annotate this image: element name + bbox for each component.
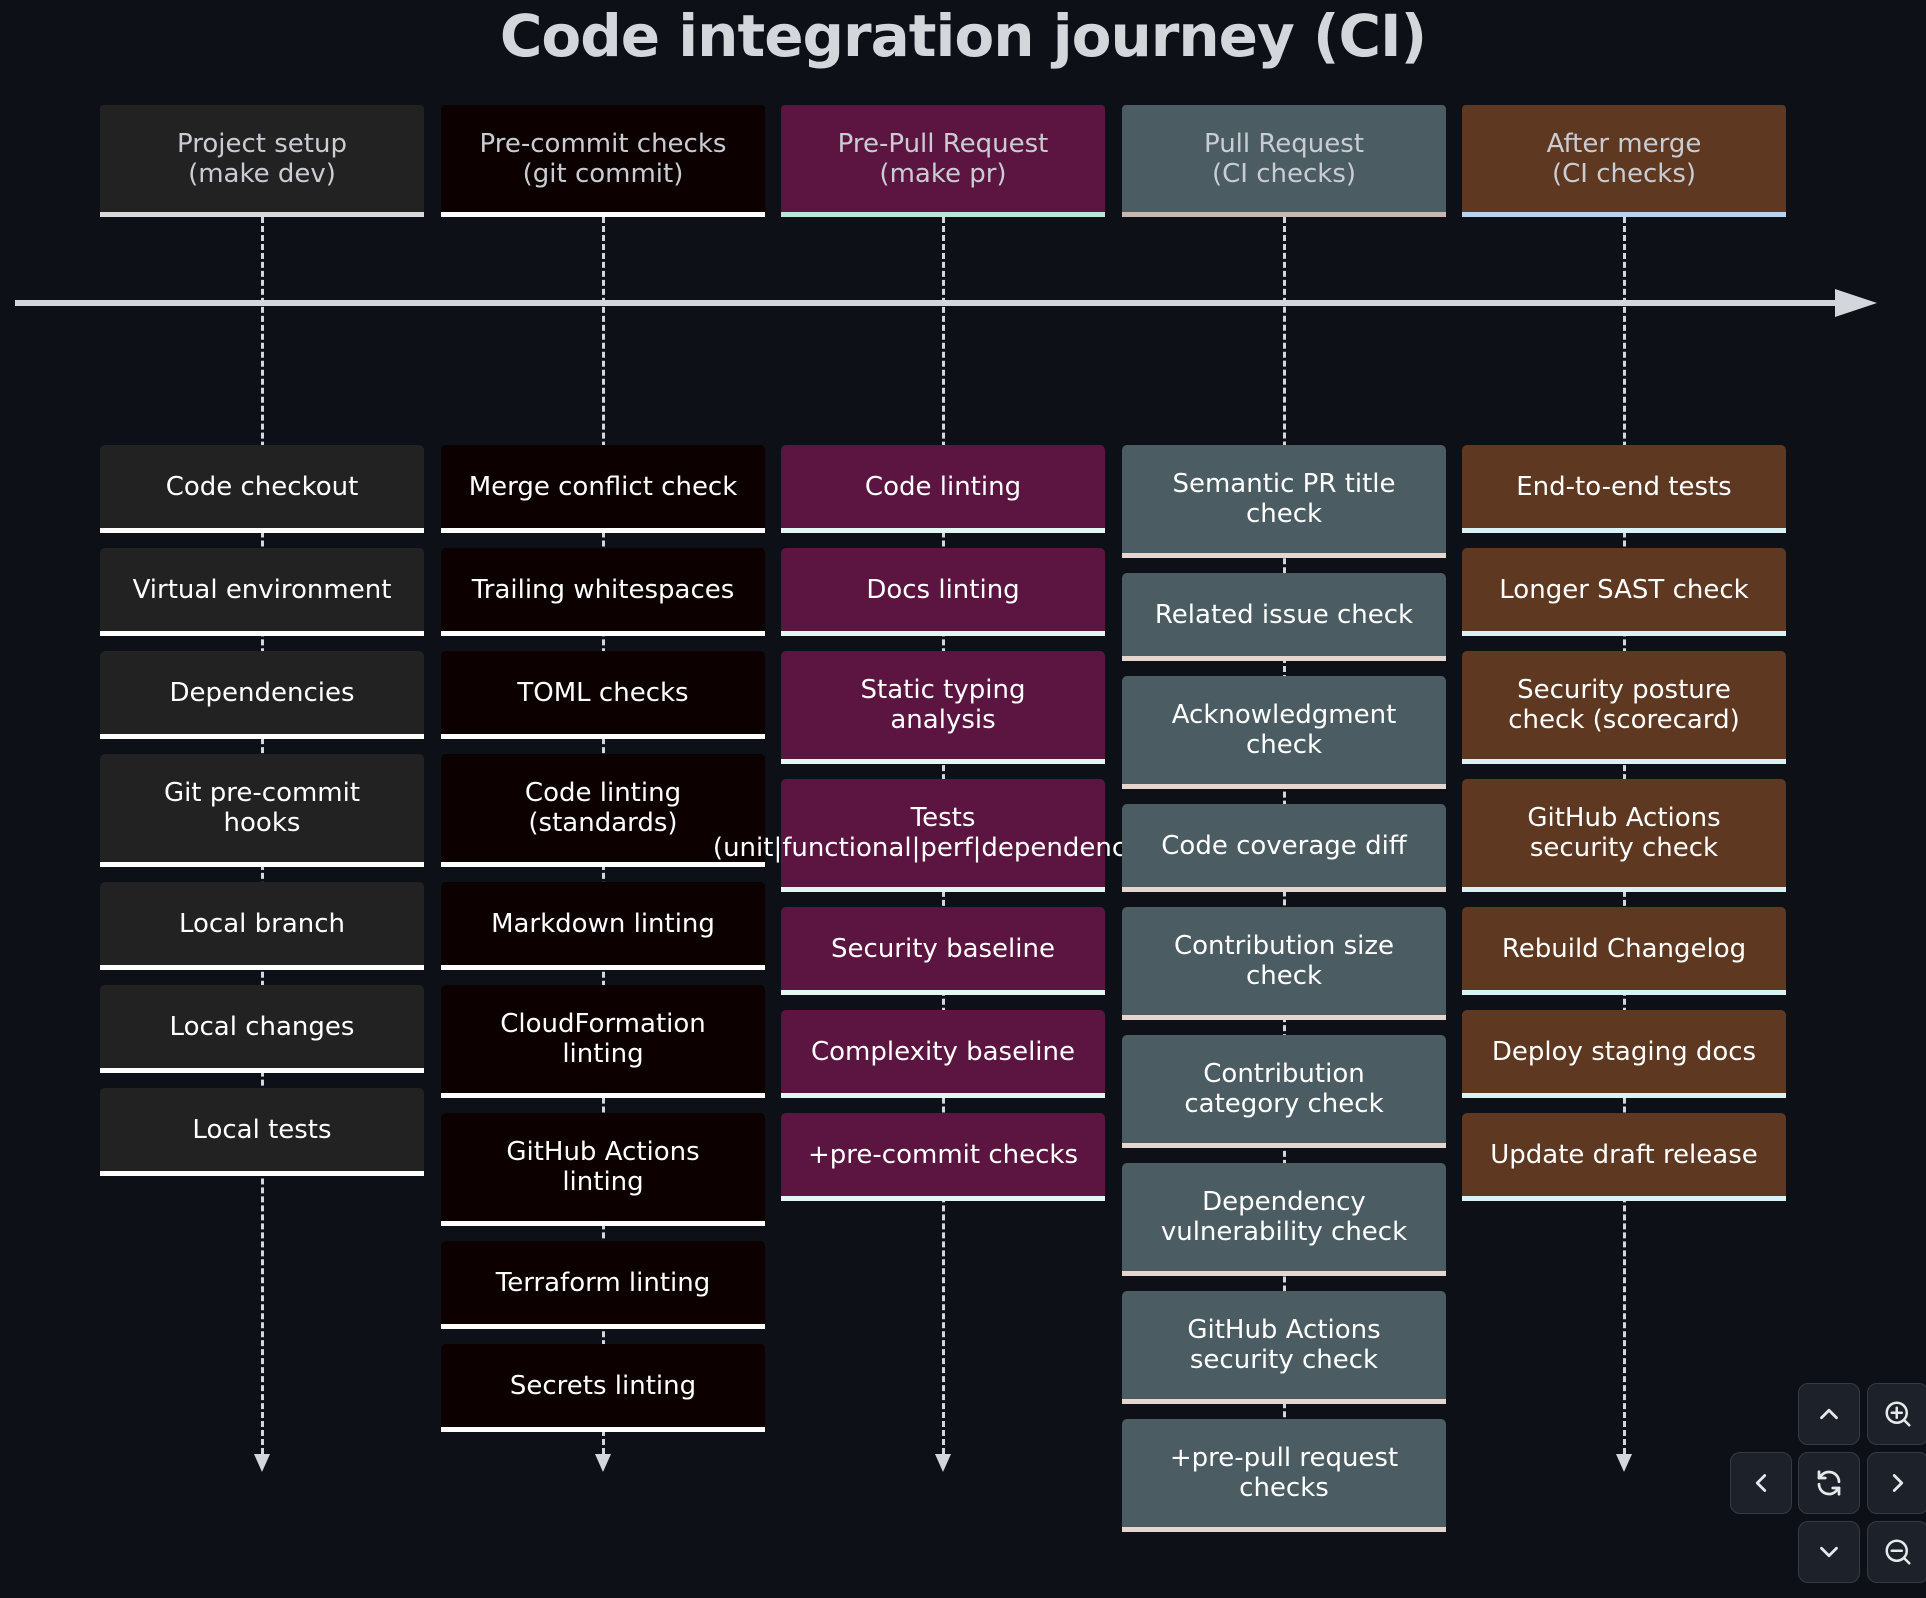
zoom-in-button[interactable] xyxy=(1867,1383,1926,1445)
arrow-down-icon xyxy=(595,1454,611,1472)
task-item[interactable]: Merge conflict check xyxy=(441,445,765,533)
chevron-right-icon xyxy=(1892,1474,1904,1492)
task-item[interactable]: Security posture check (scorecard) xyxy=(1462,651,1786,764)
task-item[interactable]: Longer SAST check xyxy=(1462,548,1786,636)
section-header[interactable]: Pull Request (CI checks) xyxy=(1122,105,1446,217)
zoom-in-icon xyxy=(1885,1401,1911,1427)
zoom-out-button[interactable] xyxy=(1867,1521,1926,1583)
task-item[interactable]: Deploy staging docs xyxy=(1462,1010,1786,1098)
diagram-title: Code integration journey (CI) xyxy=(499,2,1427,70)
pan-left-button[interactable] xyxy=(1730,1452,1792,1514)
task-item[interactable]: Related issue check xyxy=(1122,573,1446,661)
reset-view-button[interactable] xyxy=(1798,1452,1860,1514)
task-item[interactable]: Code checkout xyxy=(100,445,424,533)
pan-down-button[interactable] xyxy=(1798,1521,1860,1583)
task-item[interactable]: Dependencies xyxy=(100,651,424,739)
task-item[interactable]: Trailing whitespaces xyxy=(441,548,765,636)
task-item[interactable]: Complexity baseline xyxy=(781,1010,1105,1098)
task-item[interactable]: Virtual environment xyxy=(100,548,424,636)
task-item[interactable]: Tests (unit|functional|perf|dependencies… xyxy=(713,779,1173,892)
task-item[interactable]: Local tests xyxy=(100,1088,424,1176)
timeline-arrowhead-icon xyxy=(1835,289,1877,317)
timeline-axis xyxy=(15,300,1835,306)
task-item[interactable]: Acknowledgment check xyxy=(1122,676,1446,789)
task-item[interactable]: Docs linting xyxy=(781,548,1105,636)
view-controls xyxy=(1730,1383,1926,1598)
task-item[interactable]: Contribution category check xyxy=(1122,1035,1446,1148)
arrow-down-icon xyxy=(935,1454,951,1472)
task-item[interactable]: Secrets linting xyxy=(441,1344,765,1432)
task-item[interactable]: CloudFormation linting xyxy=(441,985,765,1098)
task-item[interactable]: TOML checks xyxy=(441,651,765,739)
section-header[interactable]: Pre-commit checks (git commit) xyxy=(441,105,765,217)
task-item[interactable]: +pre-commit checks xyxy=(781,1113,1105,1201)
task-item[interactable]: Code linting xyxy=(781,445,1105,533)
zoom-out-icon xyxy=(1885,1539,1911,1565)
task-item[interactable]: Semantic PR title check xyxy=(1122,445,1446,558)
pan-up-button[interactable] xyxy=(1798,1383,1860,1445)
task-item[interactable]: Dependency vulnerability check xyxy=(1122,1163,1446,1276)
task-item[interactable]: Local changes xyxy=(100,985,424,1073)
task-item[interactable]: Local branch xyxy=(100,882,424,970)
task-item[interactable]: GitHub Actions security check xyxy=(1122,1291,1446,1404)
arrow-down-icon xyxy=(1616,1454,1632,1472)
task-item[interactable]: +pre-pull request checks xyxy=(1122,1419,1446,1532)
chevron-up-icon xyxy=(1820,1408,1838,1420)
task-item[interactable]: Markdown linting xyxy=(441,882,765,970)
task-item[interactable]: Rebuild Changelog xyxy=(1462,907,1786,995)
section-header[interactable]: After merge (CI checks) xyxy=(1462,105,1786,217)
section-header[interactable]: Pre-Pull Request (make pr) xyxy=(781,105,1105,217)
task-item[interactable]: Code coverage diff xyxy=(1122,804,1446,892)
pan-right-button[interactable] xyxy=(1867,1452,1926,1514)
task-item[interactable]: End-to-end tests xyxy=(1462,445,1786,533)
task-item[interactable]: Code linting (standards) xyxy=(441,754,765,867)
chevron-down-icon xyxy=(1820,1546,1838,1558)
task-item[interactable]: GitHub Actions security check xyxy=(1462,779,1786,892)
chevron-left-icon xyxy=(1755,1474,1767,1492)
arrow-down-icon xyxy=(254,1454,270,1472)
task-item[interactable]: Contribution size check xyxy=(1122,907,1446,1020)
refresh-icon xyxy=(1817,1470,1841,1496)
task-item[interactable]: Update draft release xyxy=(1462,1113,1786,1201)
task-item[interactable]: Terraform linting xyxy=(441,1241,765,1329)
task-item[interactable]: Security baseline xyxy=(781,907,1105,995)
task-item[interactable]: GitHub Actions linting xyxy=(441,1113,765,1226)
task-item[interactable]: Git pre-commit hooks xyxy=(100,754,424,867)
task-item[interactable]: Static typing analysis xyxy=(781,651,1105,764)
section-header[interactable]: Project setup (make dev) xyxy=(100,105,424,217)
